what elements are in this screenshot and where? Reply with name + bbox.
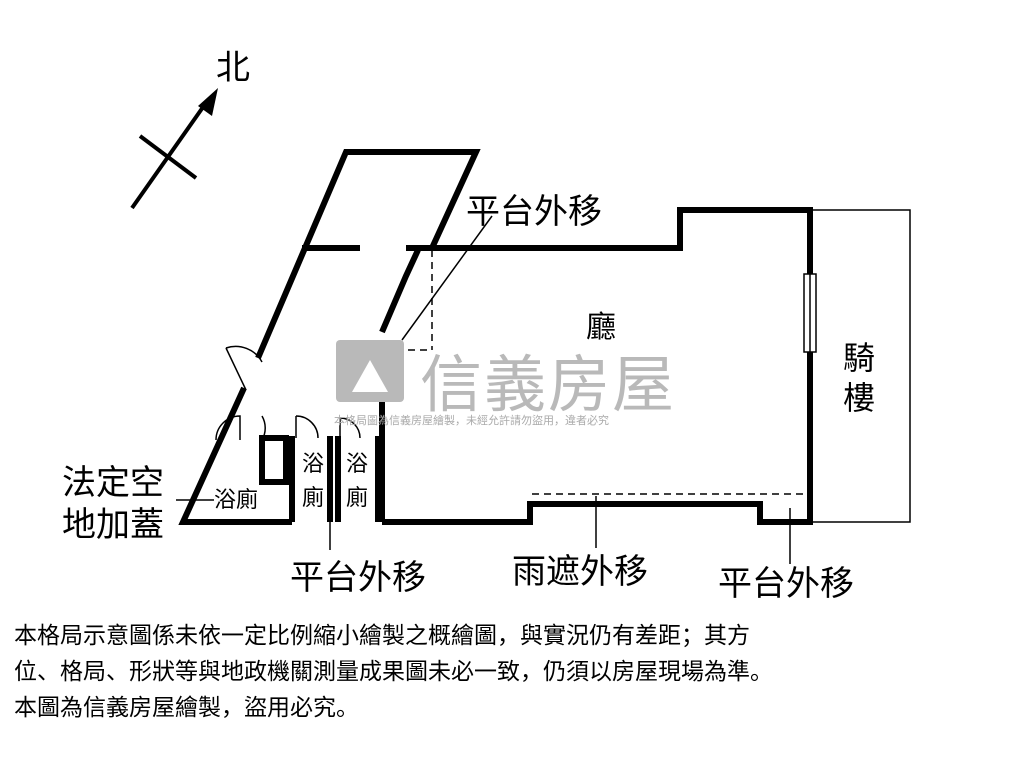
annotation-platform-shift-top: 平台外移 [466,192,602,232]
watermark-brand: 信義房屋 [420,348,677,421]
annotation-canopy-shift: 雨遮外移 [512,552,648,592]
watermark-logo-icon [336,340,404,402]
dashed-boundaries [384,250,808,495]
room-label-bath-mid: 浴廁 [301,452,324,511]
north-label: 北 [216,48,250,88]
leader-lines [176,215,791,564]
disclaimer-line-2: 位、格局、形狀等與地政機關測量成果圖未必一致，仍須以房屋現場為準。 [14,659,773,685]
room-label-bath-left: 浴廁 [214,488,259,513]
annotation-legal-open-space: 法定空地加蓋 [62,463,164,545]
disclaimer-line-3: 本圖為信義房屋繪製，盜用必究。 [14,695,359,721]
window-right [803,273,817,353]
room-label-arcade: 騎樓 [842,339,875,417]
arcade-outline [812,209,911,523]
room-label-hall: 廳 [586,310,616,345]
watermark-notice: 本格局圖為信義房屋繪製，未經允許請勿盜用，違者必究 [334,414,609,427]
annotation-platform-shift-bottom-left: 平台外移 [290,558,426,598]
compass-icon [130,88,218,210]
disclaimer: 本格局示意圖係未依一定比例縮小繪製之概繪圖，與實況仍有差距；其方 位、格局、形狀… [14,618,1014,726]
annotation-platform-shift-bottom-right: 平台外移 [718,564,854,604]
room-label-bath-right: 浴廁 [345,452,368,511]
disclaimer-line-1: 本格局示意圖係未依一定比例縮小繪製之概繪圖，與實況仍有差距；其方 [14,623,750,649]
door-swings [215,345,361,441]
